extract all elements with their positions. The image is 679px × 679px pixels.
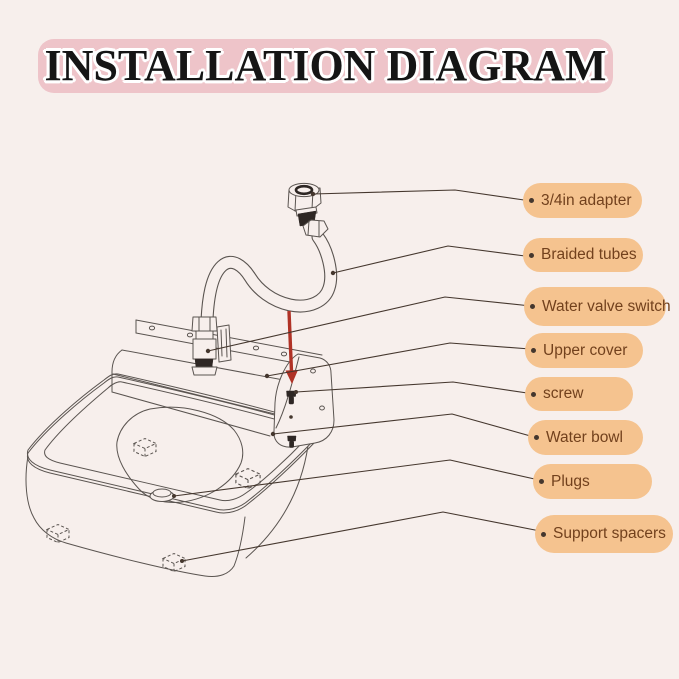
plug-drawing — [149, 488, 175, 502]
support-spacer-drawing — [46, 438, 261, 572]
label-text: Upper cover — [543, 341, 628, 359]
water-bowl-drawing — [25, 373, 318, 577]
red-install-arrow — [285, 310, 298, 384]
leader-dot — [534, 435, 539, 440]
label-pill-upper-cover: Upper cover — [525, 333, 643, 368]
label-pill-support-spacers: Support spacers — [535, 515, 673, 553]
leader-dot — [529, 252, 534, 258]
leader-dot — [531, 348, 536, 353]
page-title: INSTALLATION DIAGRAM — [44, 41, 607, 90]
leader-dot — [529, 198, 534, 203]
leader-dot — [541, 531, 546, 537]
adapter-drawing — [287, 182, 329, 238]
label-pill-water-bowl: Water bowl — [528, 420, 643, 455]
title-banner: INSTALLATION DIAGRAM — [38, 39, 613, 93]
leader-dot — [539, 479, 544, 484]
hose-nut-drawing — [302, 219, 329, 238]
label-pill-plugs: Plugs — [533, 464, 652, 499]
leader-dot — [530, 304, 535, 309]
label-pill-water-valve-switch: Water valve switch — [524, 287, 671, 326]
label-pill-screw: screw — [525, 377, 633, 411]
label-pill-braided-tubes: Braided tubes — [523, 238, 643, 272]
leader-lines — [172, 189, 541, 563]
label-pill-adapter: 3/4in adapter — [523, 183, 642, 218]
label-text: 3/4in adapter — [541, 191, 632, 209]
label-text: screw — [543, 385, 584, 402]
screw-drawing — [286, 390, 297, 448]
water-valve-drawing — [191, 316, 232, 376]
braided-tube-drawing — [200, 230, 338, 327]
label-text: Water valve switch — [542, 297, 671, 315]
label-text: Water bowl — [546, 428, 623, 446]
label-text: Plugs — [551, 472, 590, 490]
label-text: Support spacers — [553, 525, 666, 542]
leader-dot — [531, 391, 536, 397]
label-text: Braided tubes — [541, 246, 637, 263]
